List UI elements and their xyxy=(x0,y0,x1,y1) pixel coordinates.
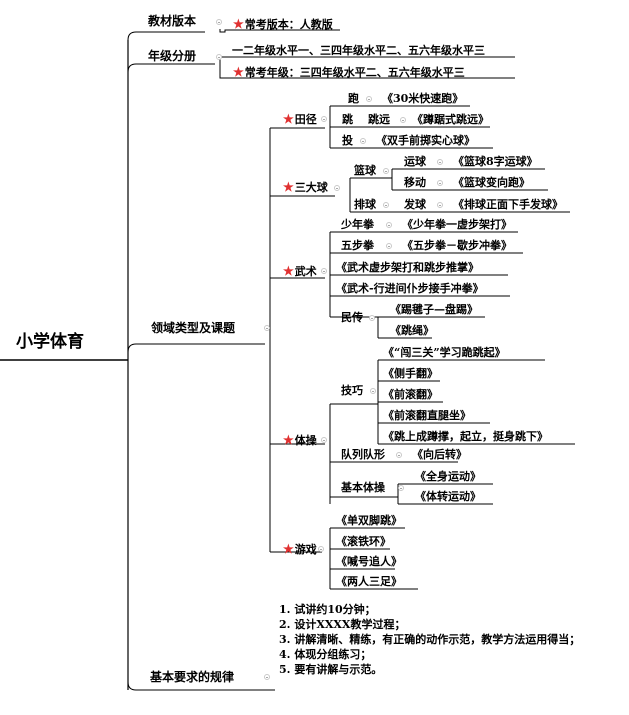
dribble-topic[interactable]: 《篮球8字运球》 xyxy=(453,155,538,168)
grade-levels[interactable]: 一二年级水平一、三四年级水平二、五六年级水平三 xyxy=(232,44,485,57)
formation-node[interactable]: 队列队形 xyxy=(341,448,385,461)
skill-topic-2[interactable]: 《侧手翻》 xyxy=(383,367,438,380)
root-topic[interactable]: 小学体育 xyxy=(16,332,84,352)
run-topic[interactable]: 《30米快速跑》 xyxy=(382,92,464,105)
grade-node[interactable]: 年级分册 xyxy=(148,49,197,63)
collapse-toggle-grade[interactable] xyxy=(216,54,222,60)
martial-node: ★武术 xyxy=(283,264,317,278)
skill-topic-3[interactable]: 《前滚翻》 xyxy=(383,388,438,401)
jump-sub[interactable]: 跳远 xyxy=(368,113,390,126)
star-icon: ★ xyxy=(283,264,294,278)
youth-fist-node[interactable]: 少年拳 xyxy=(341,218,374,231)
gymnastics-node: ★体操 xyxy=(283,433,317,447)
collapse-toggle-throw[interactable] xyxy=(360,138,366,144)
collapse-toggle-domain[interactable] xyxy=(264,325,270,331)
star-icon: ★ xyxy=(283,180,294,194)
basketball-node[interactable]: 篮球 xyxy=(354,164,376,177)
textbook-node[interactable]: 教材版本 xyxy=(148,14,197,28)
requirement-item: 1. 试讲约10分钟； xyxy=(279,603,376,616)
collapse-toggle-youth-fist[interactable] xyxy=(386,222,392,228)
collapse-toggle-folk[interactable] xyxy=(369,315,375,321)
games-topic-1[interactable]: 《单双脚跳》 xyxy=(336,514,402,527)
basic-gym-topic-1[interactable]: 《全身运动》 xyxy=(415,470,481,483)
textbook-common: ★常考版本：人教版 xyxy=(233,17,333,31)
games-topic-4[interactable]: 《两人三足》 xyxy=(336,575,402,588)
collapse-toggle-move[interactable] xyxy=(437,180,443,186)
youth-fist-topic[interactable]: 《少年拳一虚步架打》 xyxy=(402,218,512,231)
skill-topic-4[interactable]: 《前滚翻直腿坐》 xyxy=(383,409,471,422)
balls-node: ★三大球 xyxy=(283,180,328,194)
collapse-toggle-balls[interactable] xyxy=(334,185,340,191)
skill-node[interactable]: 技巧 xyxy=(341,384,363,397)
requirement-item: 5. 要有讲解与示范。 xyxy=(279,663,383,676)
domain-node[interactable]: 领域类型及课题 xyxy=(151,321,236,335)
move-node[interactable]: 移动 xyxy=(404,176,426,189)
jump-topic[interactable]: 《蹲踞式跳远》 xyxy=(412,113,489,126)
collapse-toggle-serve[interactable] xyxy=(437,202,443,208)
games-topic-3[interactable]: 《喊号追人》 xyxy=(336,555,402,568)
collapse-toggle-athletics[interactable] xyxy=(321,116,327,122)
basic-gym-topic-2[interactable]: 《体转运动》 xyxy=(415,490,481,503)
collapse-toggle-martial[interactable] xyxy=(321,268,327,274)
jump-node[interactable]: 跳 xyxy=(342,113,353,126)
requirement-item: 2. 设计XXXX教学过程； xyxy=(279,618,406,631)
basic-gym-node[interactable]: 基本体操 xyxy=(341,481,385,494)
collapse-toggle-basic-gym[interactable] xyxy=(398,485,404,491)
grade-common: ★常考年级：三四年级水平二、五六年级水平三 xyxy=(233,65,465,79)
collapse-toggle-gymnastics[interactable] xyxy=(321,437,327,443)
star-icon: ★ xyxy=(233,65,244,79)
martial-topic-2[interactable]: 《武术-行进间仆步接手冲拳》 xyxy=(336,282,484,295)
collapse-toggle-five-step[interactable] xyxy=(386,243,392,249)
run-node[interactable]: 跑 xyxy=(348,92,359,105)
games-node: ★游戏 xyxy=(283,542,317,556)
collapse-toggle-volleyball[interactable] xyxy=(383,202,389,208)
martial-topic-1[interactable]: 《武术虚步架打和跳步推掌》 xyxy=(336,261,479,274)
collapse-toggle-requirements[interactable] xyxy=(264,674,270,680)
collapse-toggle-run[interactable] xyxy=(366,96,372,102)
throw-topic[interactable]: 《双手前掷实心球》 xyxy=(376,134,475,147)
collapse-toggle-dribble[interactable] xyxy=(437,159,443,165)
five-step-topic[interactable]: 《五步拳－歇步冲拳》 xyxy=(402,239,512,252)
collapse-toggle-games[interactable] xyxy=(318,546,324,552)
serve-node[interactable]: 发球 xyxy=(404,198,426,211)
collapse-toggle-jump[interactable] xyxy=(400,117,406,123)
star-icon: ★ xyxy=(283,542,294,556)
folk-topic-2[interactable]: 《跳绳》 xyxy=(390,324,434,337)
requirement-item: 4. 体现分组练习； xyxy=(279,648,372,661)
dribble-node[interactable]: 运球 xyxy=(404,155,426,168)
volleyball-node[interactable]: 排球 xyxy=(354,198,376,211)
five-step-node[interactable]: 五步拳 xyxy=(341,239,374,252)
collapse-toggle-textbook[interactable] xyxy=(216,19,222,25)
move-topic[interactable]: 《篮球变向跑》 xyxy=(453,176,530,189)
skill-topic-1[interactable]: 《“闯三关”学习跪跳起》 xyxy=(383,346,506,359)
folk-topic-1[interactable]: 《踢毽子—盘踢》 xyxy=(390,303,478,316)
skill-topic-5[interactable]: 《跳上成蹲撑，起立，挺身跳下》 xyxy=(383,430,548,443)
collapse-toggle-formation[interactable] xyxy=(396,452,402,458)
athletics-node: ★田径 xyxy=(283,112,317,126)
games-topic-2[interactable]: 《滚铁环》 xyxy=(336,535,391,548)
collapse-toggle-skill[interactable] xyxy=(370,388,376,394)
formation-topic[interactable]: 《向后转》 xyxy=(412,448,467,461)
star-icon: ★ xyxy=(283,433,294,447)
folk-node[interactable]: 民传 xyxy=(341,311,363,324)
throw-node[interactable]: 投 xyxy=(342,134,353,147)
requirement-item: 3. 讲解清晰、精练，有正确的动作示范，教学方法运用得当； xyxy=(279,633,581,646)
requirements-list: 1. 试讲约10分钟； 2. 设计XXXX教学过程； 3. 讲解清晰、精练，有正… xyxy=(279,602,599,677)
star-icon: ★ xyxy=(233,17,244,31)
requirements-node[interactable]: 基本要求的规律 xyxy=(150,670,235,684)
serve-topic[interactable]: 《排球正面下手发球》 xyxy=(453,198,563,211)
collapse-toggle-basketball[interactable] xyxy=(383,168,389,174)
star-icon: ★ xyxy=(283,112,294,126)
